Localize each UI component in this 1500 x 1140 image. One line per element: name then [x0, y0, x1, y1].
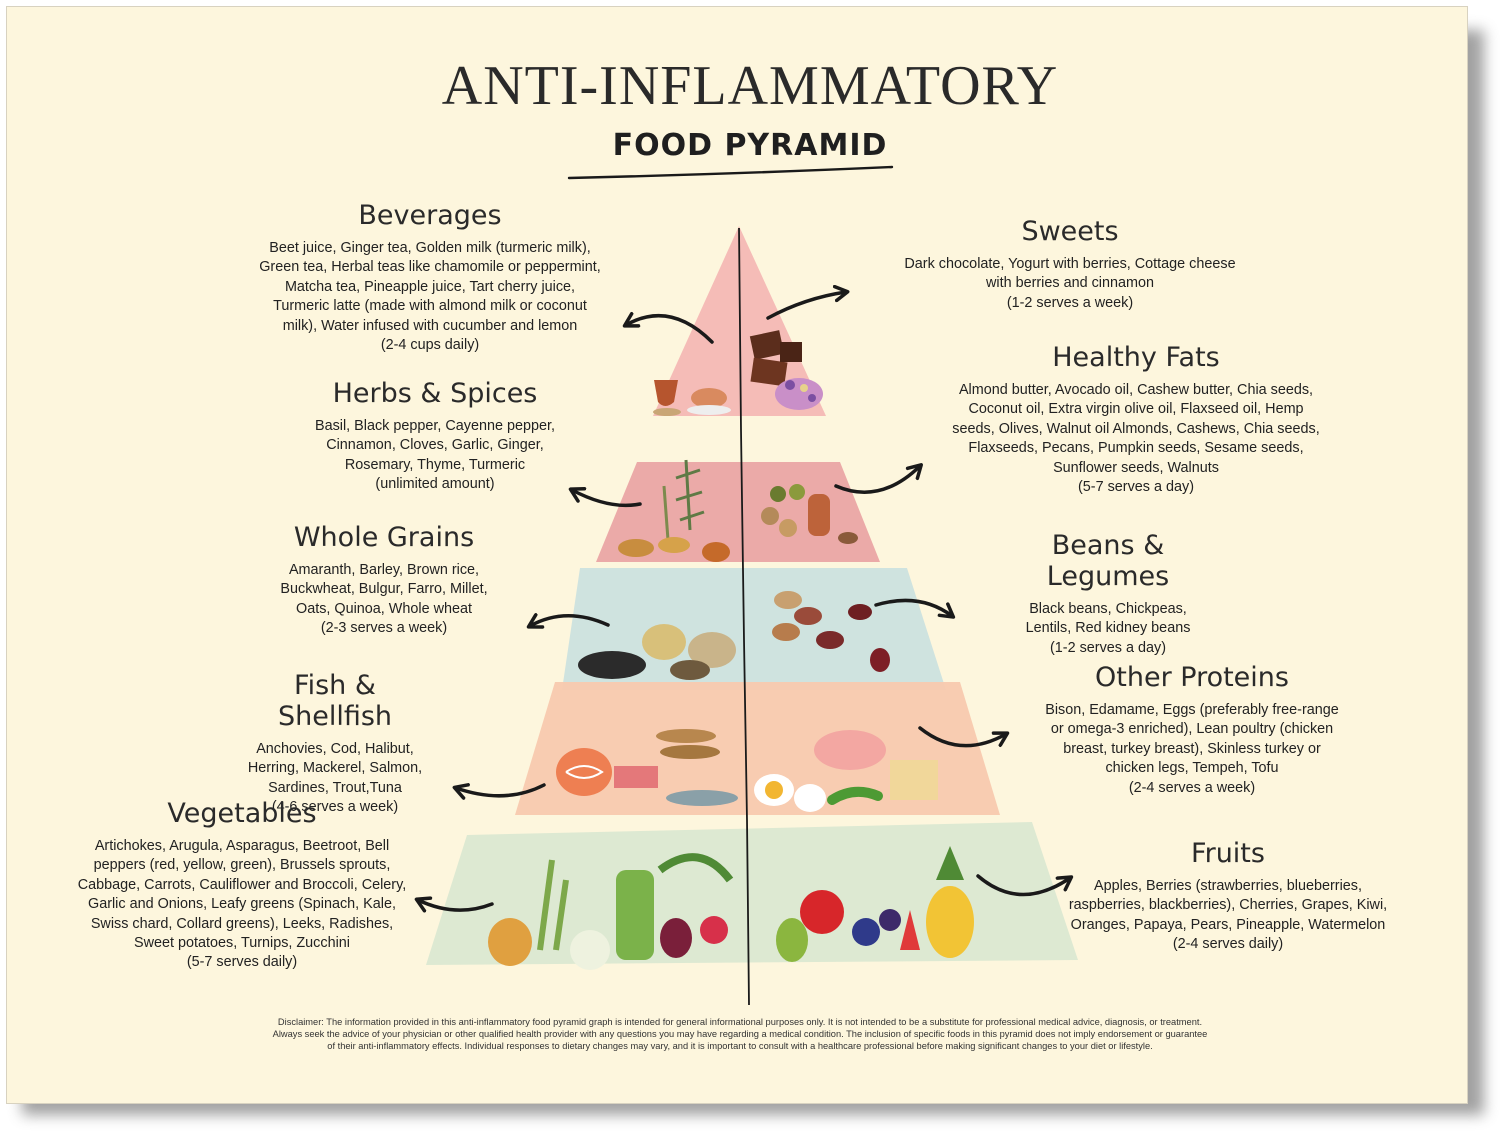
grains-items: Amaranth, Barley, Brown rice, Buckwheat,…: [280, 562, 488, 617]
grains-serves: (2-3 serves a week): [320, 620, 448, 637]
fruits-items: Apples, Berries (strawberries, blueberri…: [1068, 878, 1388, 933]
tier-grains-beans: [562, 568, 946, 690]
grains-label: Whole Grains: [274, 520, 494, 557]
disclaimer: Disclaimer: The information provided in …: [210, 1016, 1270, 1052]
fish-icon: [556, 729, 738, 806]
vegetables-icon: [488, 853, 734, 970]
category-beverages: Beverages Beet juice, Ginger tea, Golden…: [254, 198, 606, 355]
proteins-items: Bison, Edamame, Eggs (preferably free-ra…: [1045, 702, 1339, 777]
category-sweets: Sweets Dark chocolate, Yogurt with berri…: [890, 214, 1250, 313]
beverages-serves: (2-4 cups daily): [380, 337, 480, 354]
fish-label: Fish & Shellfish: [215, 668, 455, 736]
herbs-label: Herbs & Spices: [313, 376, 558, 413]
herbs-items: Basil, Black pepper, Cayenne pepper, Cin…: [314, 418, 555, 473]
beans-serves: (1-2 serves a day): [1050, 639, 1166, 656]
herbs-spices-icon: [618, 459, 730, 562]
fats-items: Almond butter, Avocado oil, Cashew butte…: [952, 382, 1320, 476]
disclaimer-line-2: Always seek the advice of your physician…: [272, 1029, 1208, 1039]
grains-icon: [578, 624, 736, 680]
vegetables-serves: (5-7 serves daily): [186, 954, 298, 971]
proteins-label: Other Proteins: [1075, 660, 1309, 697]
category-beans-legumes: Beans & Legumes Black beans, Chickpeas, …: [980, 528, 1236, 658]
category-herbs-spices: Herbs & Spices Basil, Black pepper, Caye…: [300, 376, 570, 495]
proteins-icon: [754, 730, 938, 812]
sweets-items: Dark chocolate, Yogurt with berries, Cot…: [904, 256, 1236, 292]
chocolate-icon: [749, 330, 802, 387]
sweets-serves: (1-2 serves a week): [1006, 294, 1134, 311]
category-fruits: Fruits Apples, Berries (strawberries, bl…: [1060, 836, 1396, 955]
herbs-serves: (unlimited amount): [375, 476, 495, 493]
arrow-proteins: [918, 726, 1010, 748]
arrow-grains: [526, 613, 610, 629]
vegetables-label: Vegetables: [147, 796, 336, 833]
arrow-fruits: [976, 874, 1074, 897]
beverages-label: Beverages: [338, 198, 521, 235]
arrows: [414, 284, 1074, 913]
yogurt-bowl-icon: [775, 378, 823, 410]
arrow-beans: [874, 598, 956, 619]
category-healthy-fats: Healthy Fats Almond butter, Avocado oil,…: [948, 340, 1324, 497]
beans-items: Black beans, Chickpeas, Lentils, Red kid…: [1025, 601, 1191, 637]
fats-label: Healthy Fats: [1032, 340, 1239, 377]
center-divider: [738, 227, 750, 1006]
proteins-serves: (2-4 serves a week): [1128, 779, 1256, 796]
nuts-olives-icon: [761, 484, 858, 544]
beans-icon: [772, 591, 890, 672]
disclaimer-line-1: Disclaimer: The information provided in …: [277, 1017, 1203, 1027]
arrow-fish: [452, 783, 546, 800]
arrow-beverages: [622, 311, 714, 344]
disclaimer-line-3: of their anti-inflammatory effects. Indi…: [327, 1041, 1153, 1051]
arrow-fats: [834, 463, 924, 494]
category-whole-grains: Whole Grains Amaranth, Barley, Brown ric…: [262, 520, 506, 639]
fruits-icon: [776, 846, 974, 962]
fruits-serves: (2-4 serves daily): [1172, 936, 1284, 953]
subtitle-underline: [567, 165, 894, 180]
vegetables-items: Artichokes, Arugula, Asparagus, Beetroot…: [77, 838, 407, 952]
tier-vegetables-fruits: [426, 822, 1078, 965]
page-subtitle: FOOD PYRAMID: [612, 128, 888, 163]
arrow-herbs: [568, 486, 642, 508]
category-other-proteins: Other Proteins Bison, Edamame, Eggs (pre…: [1036, 660, 1348, 798]
arrow-vegetables: [414, 896, 494, 913]
page-title: ANTI-INFLAMMATORY: [441, 55, 1059, 117]
beans-label: Beans & Legumes: [980, 528, 1236, 596]
category-vegetables: Vegetables Artichokes, Arugula, Asparagu…: [72, 796, 412, 973]
fats-serves: (5-7 serves a day): [1078, 479, 1194, 496]
beverages-items: Beet juice, Ginger tea, Golden milk (tur…: [259, 240, 601, 334]
tea-cups-icon: [653, 380, 731, 416]
arrow-sweets: [766, 284, 850, 320]
fruits-label: Fruits: [1171, 836, 1285, 873]
fish-items: Anchovies, Cod, Halibut, Herring, Macker…: [247, 741, 423, 796]
sweets-label: Sweets: [1001, 214, 1138, 251]
